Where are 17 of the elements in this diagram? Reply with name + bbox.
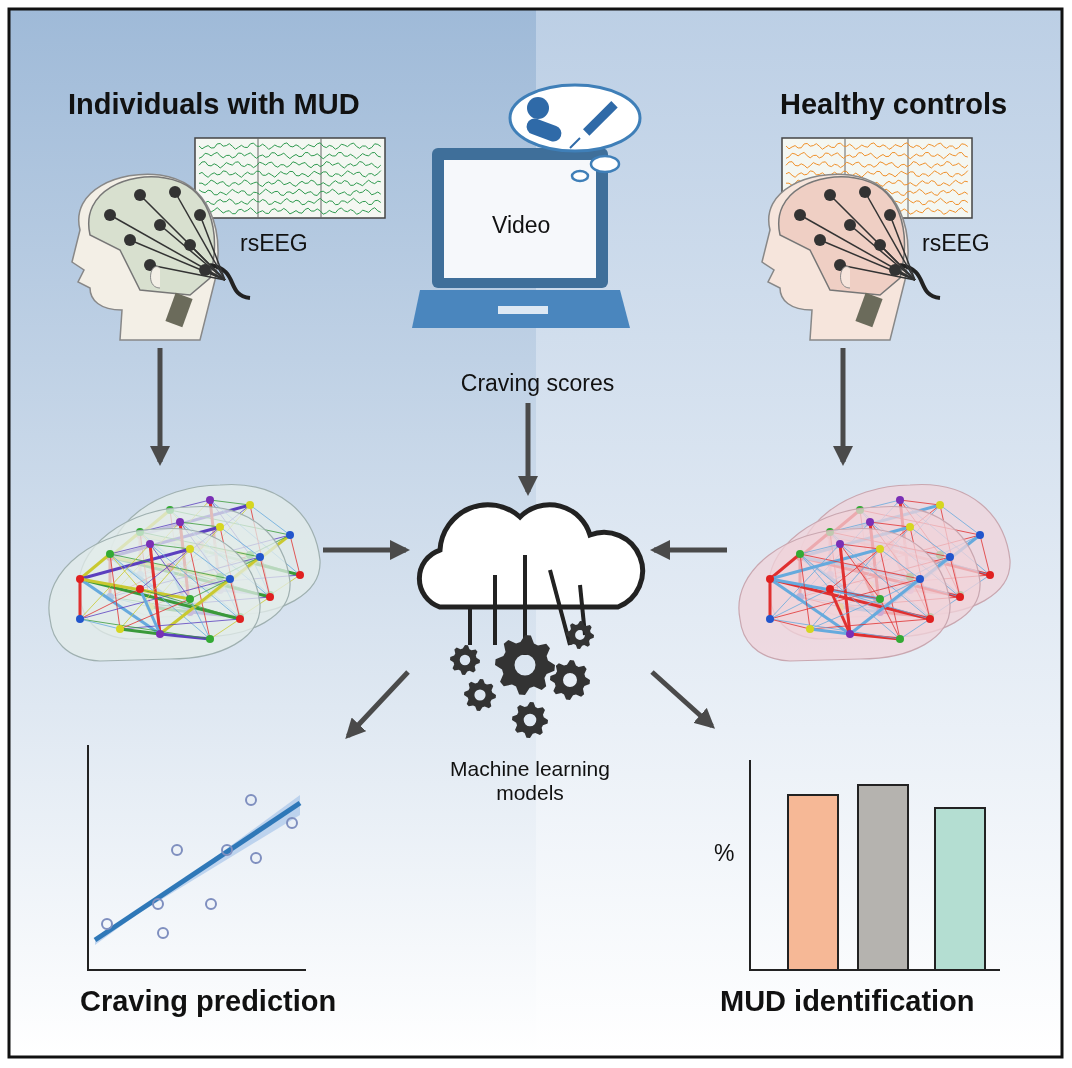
arrow [518,403,538,496]
node-label: Craving scores [459,370,616,397]
axis-label: % [714,840,735,867]
panel-title: MUD identification [720,985,975,1018]
arrow [345,670,410,739]
arrow [150,348,170,466]
node-label: Machine learning models [449,757,611,805]
eeg-label: rsEEG [922,230,990,257]
arrow [833,348,853,466]
group-title: Individuals with MUD [68,88,360,121]
arrow [323,540,410,560]
panel-title: Craving prediction [80,985,337,1018]
screen-label: Video [492,212,551,239]
arrow [650,540,727,560]
group-title: Healthy controls [780,88,1008,121]
eeg-label: rsEEG [240,230,308,257]
arrow [650,670,715,729]
